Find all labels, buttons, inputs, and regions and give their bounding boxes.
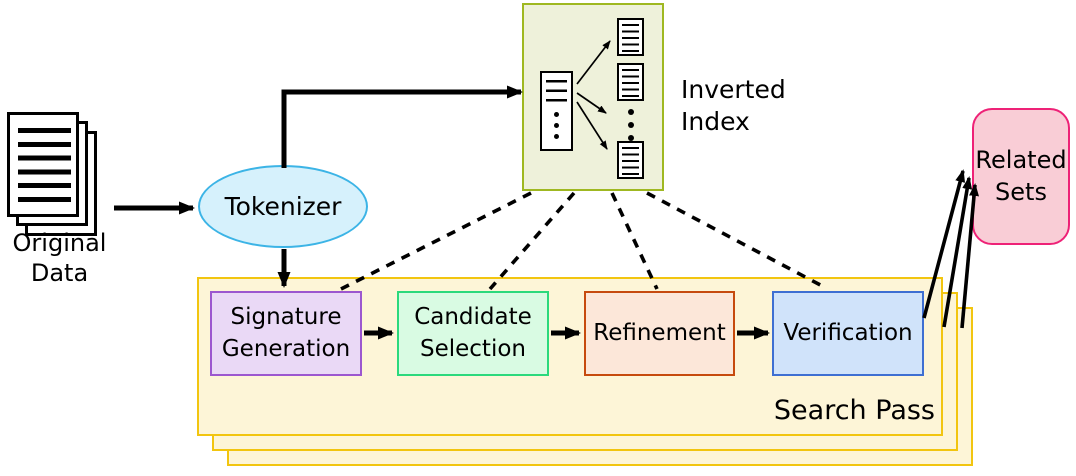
related-sets-label: Related Sets: [975, 146, 1067, 206]
signature-generation-node: Signature Generation: [210, 291, 362, 376]
dashed-link-index-to-refinement: [610, 192, 659, 290]
verification-label: Verification: [783, 319, 913, 346]
vertical-ellipsis-icon: [624, 105, 637, 144]
vertical-ellipsis-icon: [542, 109, 571, 142]
refinement-node: Refinement: [584, 291, 735, 376]
index-list-lines: [546, 80, 567, 102]
inverted-index-node: [522, 3, 664, 191]
arrow-tokenizer-to-index: [281, 85, 523, 168]
candidate-selection-label: Candidate Selection: [414, 304, 532, 362]
related-sets-node: Related Sets: [972, 108, 1070, 245]
index-list-icon: [540, 71, 573, 151]
original-data-label: Original Data: [12, 229, 107, 287]
document-page-front: [7, 112, 79, 217]
dashed-link-index-to-candidate: [488, 191, 576, 291]
search-pass-label: Search Pass: [773, 395, 935, 426]
document-icon: [617, 18, 644, 56]
dashed-link-index-to-signature: [340, 191, 532, 291]
tokenizer-node: Tokenizer: [198, 165, 368, 248]
refinement-label: Refinement: [593, 319, 726, 346]
dashed-link-index-to-verification: [646, 191, 827, 290]
candidate-selection-node: Candidate Selection: [397, 291, 549, 376]
document-text-lines: [18, 128, 71, 204]
inverted-index-label: Inverted Index: [681, 75, 786, 136]
signature-generation-label: Signature Generation: [221, 304, 351, 362]
document-icon: [617, 141, 644, 179]
document-icon: [617, 63, 644, 101]
tokenizer-label: Tokenizer: [224, 192, 342, 221]
verification-node: Verification: [772, 291, 924, 376]
